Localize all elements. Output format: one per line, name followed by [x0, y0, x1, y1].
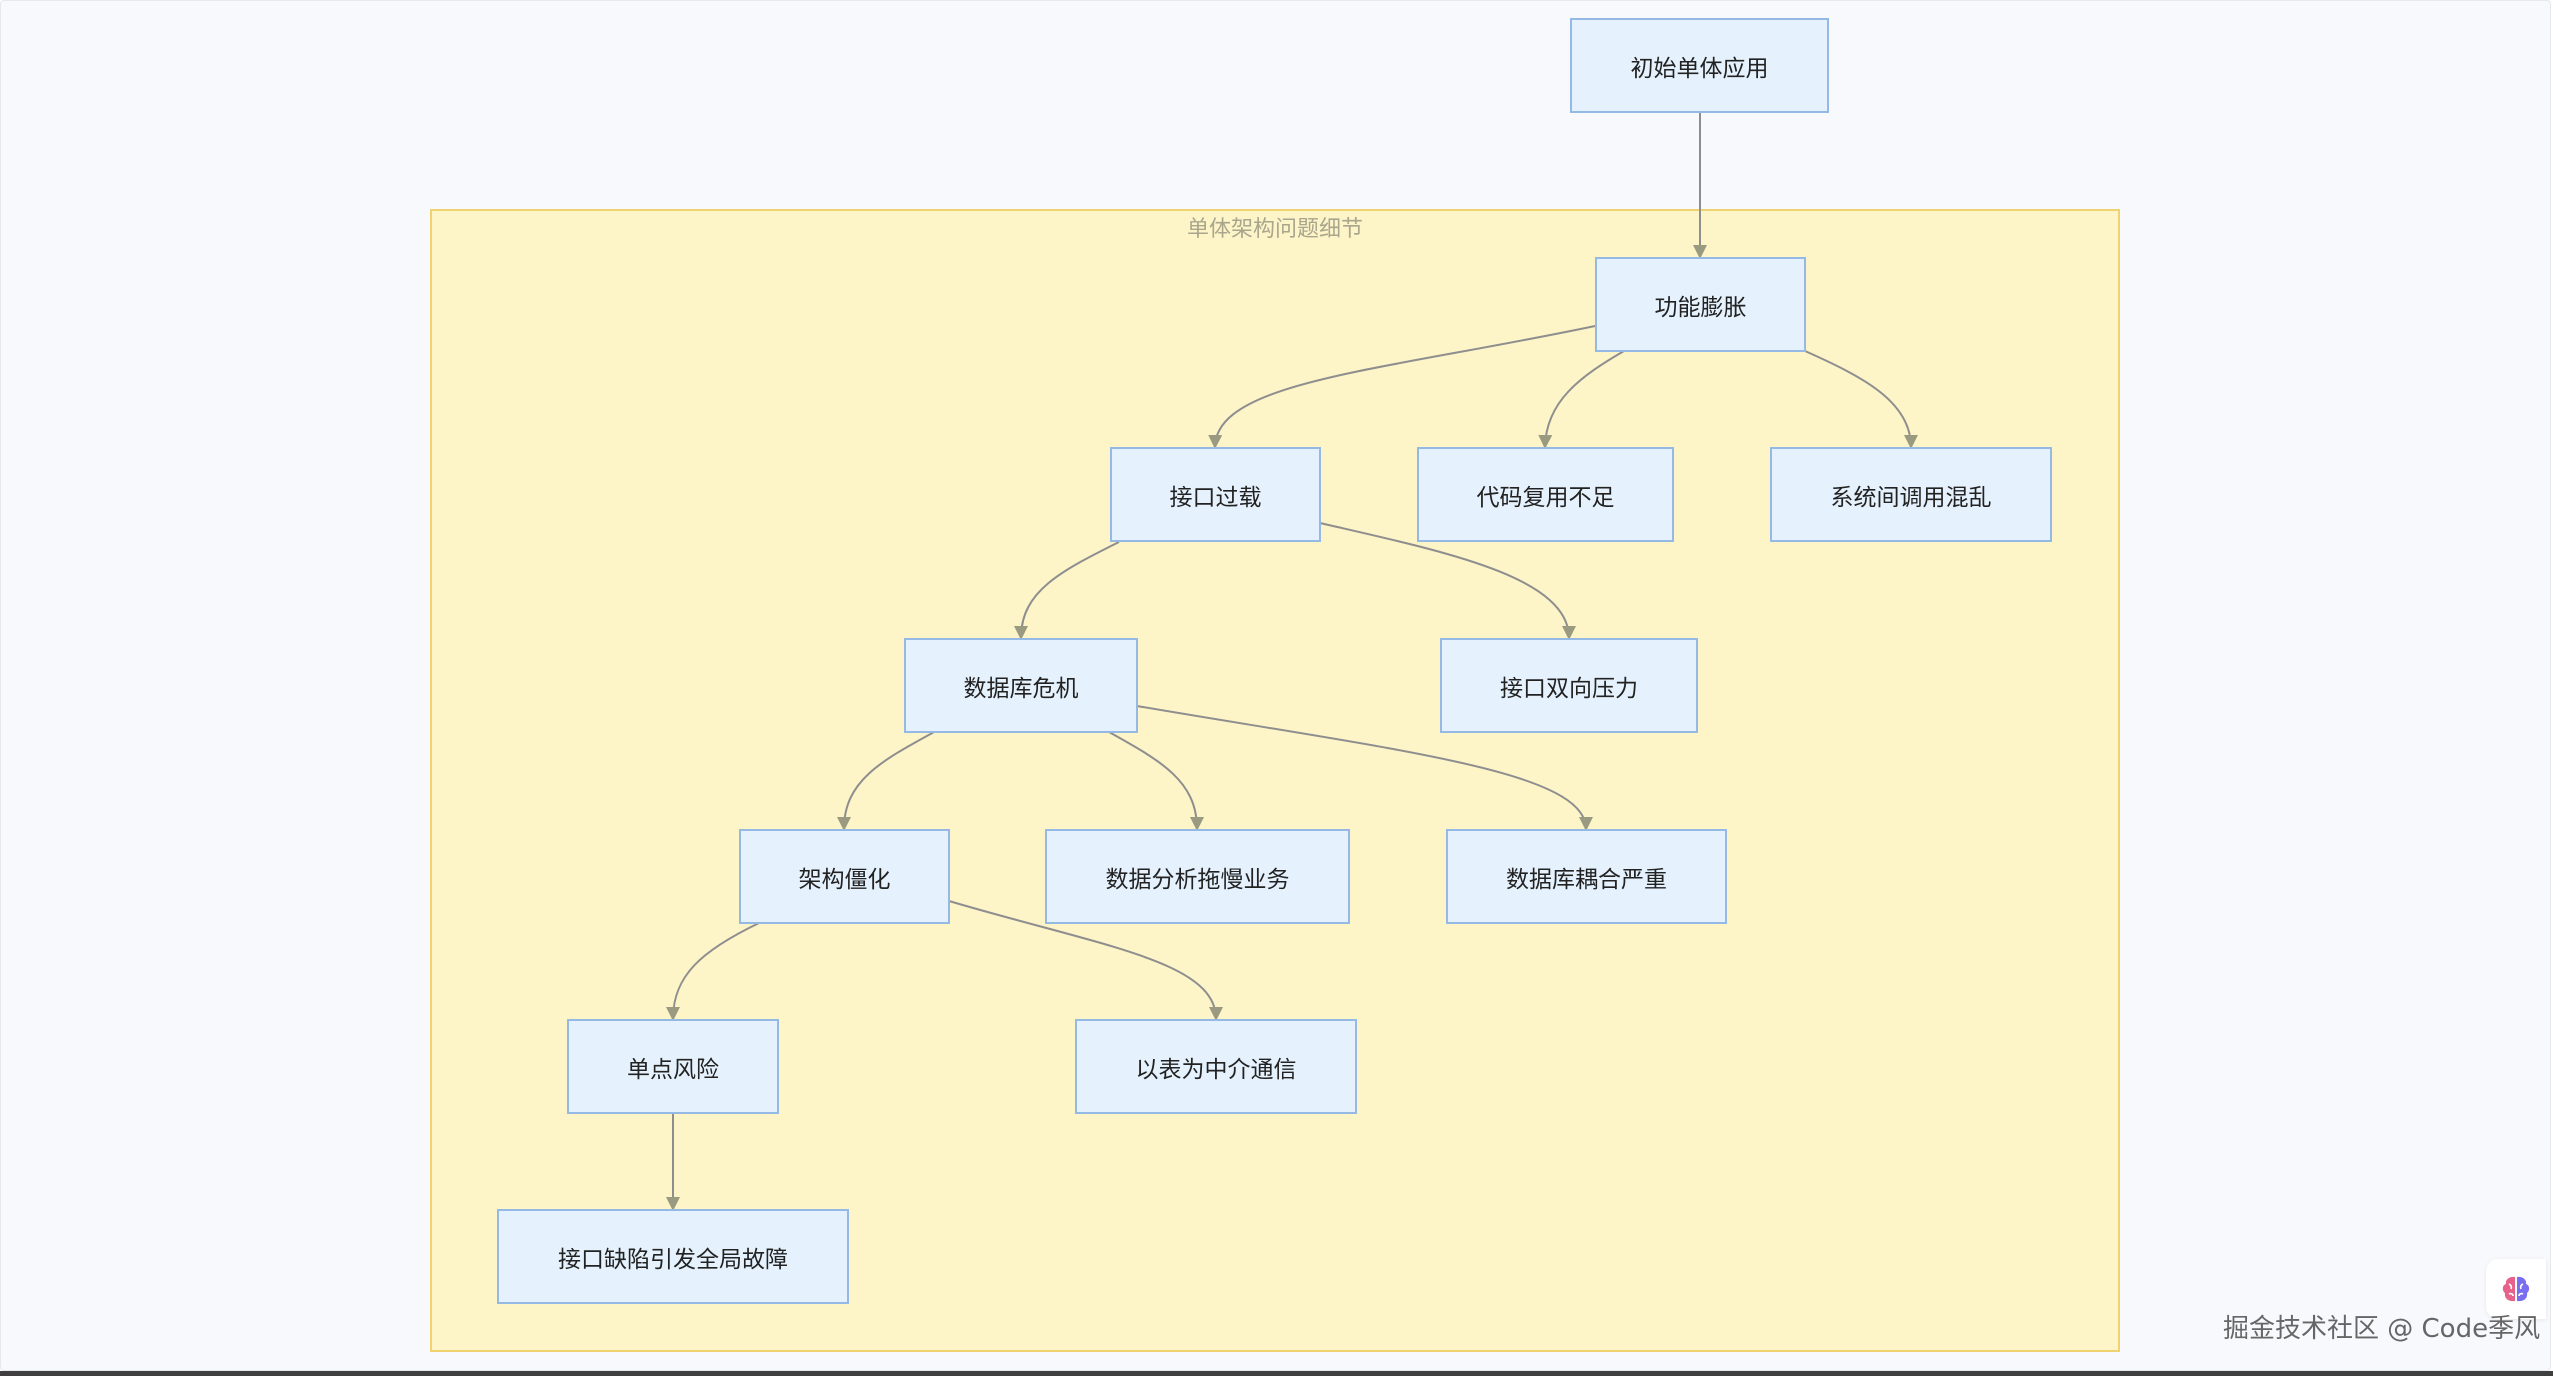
ai-assistant-button[interactable]: [2486, 1259, 2546, 1319]
edge-db-crisis-db-coupling: [1136, 705, 1593, 831]
edge-db-crisis-analytics: [1108, 731, 1204, 831]
node-table-comm: 以表为中介通信: [1075, 1019, 1357, 1114]
edge-rigid-table-comm: [948, 900, 1223, 1021]
node-call-chaos: 系统间调用混乱: [1770, 447, 2052, 542]
node-db-crisis: 数据库危机: [904, 638, 1138, 733]
node-db-coupling: 数据库耦合严重: [1446, 829, 1727, 924]
subgraph-monolith-details: 单体架构问题细节: [430, 209, 2120, 1352]
bottom-border: [0, 1371, 2553, 1376]
node-code-reuse: 代码复用不足: [1417, 447, 1674, 542]
node-global-failure: 接口缺陷引发全局故障: [497, 1209, 849, 1304]
edge-bloat-api-overload: [1208, 325, 1596, 449]
node-analytics-slow: 数据分析拖慢业务: [1045, 829, 1350, 924]
edge-bloat-call-chaos: [1804, 350, 1918, 449]
edge-rigid-spof: [666, 922, 760, 1021]
brain-icon: [2502, 1276, 2530, 1302]
node-start: 初始单体应用: [1570, 18, 1829, 113]
edge-db-crisis-rigid: [837, 731, 935, 831]
node-bloat: 功能膨胀: [1595, 257, 1806, 352]
node-api-overload: 接口过载: [1110, 447, 1321, 542]
subgraph-title: 单体架构问题细节: [1186, 217, 1363, 242]
edge-bloat-code-reuse: [1538, 350, 1625, 449]
node-rigid: 架构僵化: [739, 829, 950, 924]
edge-api-overload-api-pressure: [1319, 522, 1576, 640]
node-api-pressure: 接口双向压力: [1440, 638, 1698, 733]
edge-api-overload-db-crisis: [1014, 541, 1120, 640]
node-spof: 单点风险: [567, 1019, 779, 1114]
watermark: 掘金技术社区 @ Code季风: [2223, 1314, 2541, 1344]
